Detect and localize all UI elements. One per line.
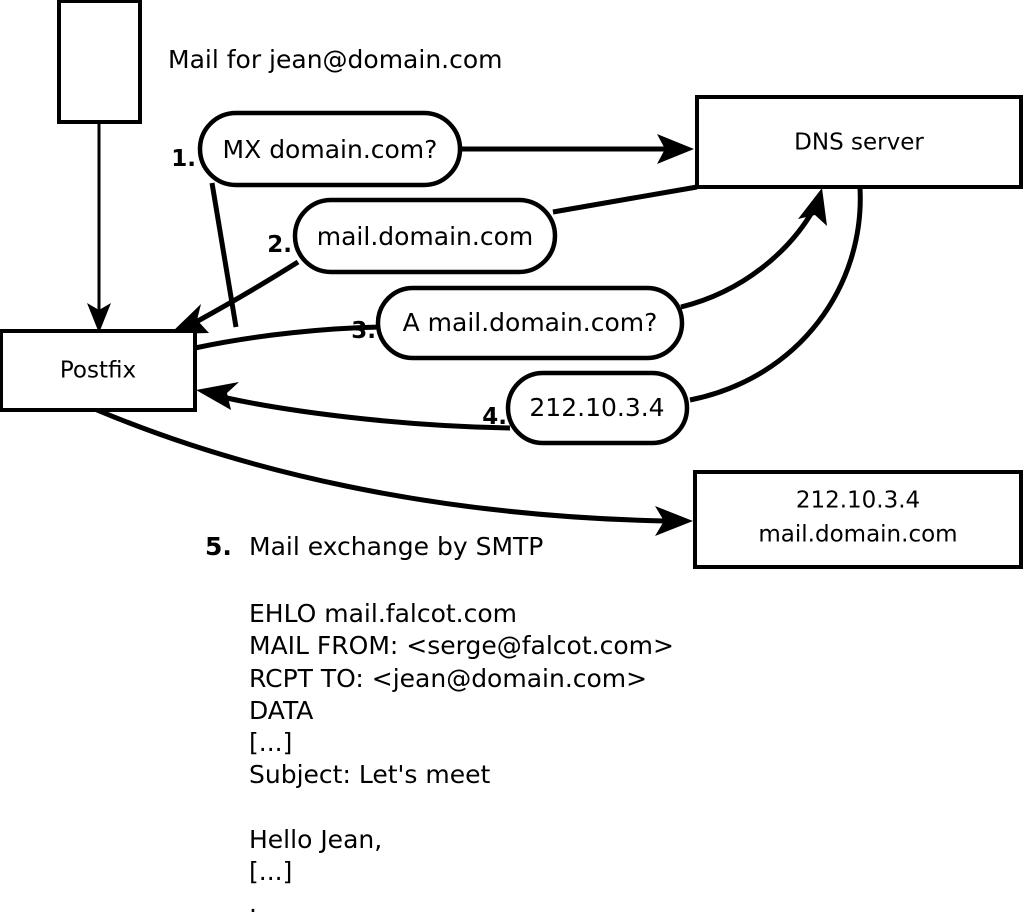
node-dns-server: DNS server <box>695 95 1023 189</box>
step-1-group: 1. MX domain.com? <box>171 110 463 188</box>
transcript-line-4: DATA <box>249 696 313 725</box>
edge-step3-bubble-to-dns <box>680 188 827 310</box>
transcript-line-8: Hello Jean, <box>249 825 382 854</box>
step-4-number: 4. <box>482 404 507 430</box>
step-2-number: 2. <box>267 232 292 258</box>
node-target-mail-server-box <box>693 470 1023 569</box>
edge-step2-dns-to-bubble <box>552 184 698 215</box>
step-5-label: Mail exchange by SMTP <box>249 532 543 561</box>
node-postfix-box <box>0 329 197 412</box>
edge-step4-dns-to-bubble <box>689 187 863 403</box>
step-1-number: 1. <box>171 146 196 172</box>
edge-step1-bubble-to-dns <box>460 134 694 164</box>
step-1-bubble <box>197 110 463 188</box>
node-dns-server-label: DNS server <box>794 130 924 156</box>
step-4-bubble <box>505 370 690 446</box>
mail-for-caption: Mail for jean@domain.com <box>168 45 503 74</box>
transcript-line-10: . <box>249 889 257 918</box>
step-4-label: 212.10.3.4 <box>529 393 664 422</box>
edge-step4-bubble-to-postfix <box>196 382 511 431</box>
node-client-box <box>57 0 142 124</box>
node-dns-server-box <box>695 95 1023 189</box>
step-2-bubble <box>292 197 558 275</box>
node-target-mail-server: 212.10.3.4 mail.domain.com <box>693 470 1023 569</box>
step-5-number: 5. <box>205 532 232 561</box>
transcript-line-2: MAIL FROM: <serge@falcot.com> <box>249 631 674 660</box>
step-3-number: 3. <box>351 318 376 344</box>
transcript-line-6: Subject: Let's meet <box>249 760 490 789</box>
transcript-line-9: [...] <box>249 857 292 886</box>
node-postfix-label: Postfix <box>60 358 136 384</box>
step-2-label: mail.domain.com <box>317 222 533 251</box>
edge-client-to-postfix <box>87 122 111 333</box>
step-1-label: MX domain.com? <box>223 135 438 164</box>
edge-step5-postfix-to-target <box>96 407 693 536</box>
step-3-bubble <box>375 285 685 361</box>
edge-step2-bubble-to-postfix <box>170 259 300 334</box>
transcript-line-5: [...] <box>249 728 292 757</box>
step-3-group: 3. A mail.domain.com? <box>351 285 685 361</box>
step-4-group: 4. 212.10.3.4 <box>482 370 690 446</box>
node-target-host-label: mail.domain.com <box>758 522 957 548</box>
node-postfix: Postfix <box>0 329 197 412</box>
node-target-ip-label: 212.10.3.4 <box>796 488 920 514</box>
transcript-line-1: EHLO mail.falcot.com <box>249 599 517 628</box>
step-2-group: 2. mail.domain.com <box>267 197 558 275</box>
edge-step3-postfix-to-bubble <box>194 324 382 351</box>
step-3-label: A mail.domain.com? <box>403 308 658 337</box>
transcript-line-3: RCPT TO: <jean@domain.com> <box>249 664 647 693</box>
